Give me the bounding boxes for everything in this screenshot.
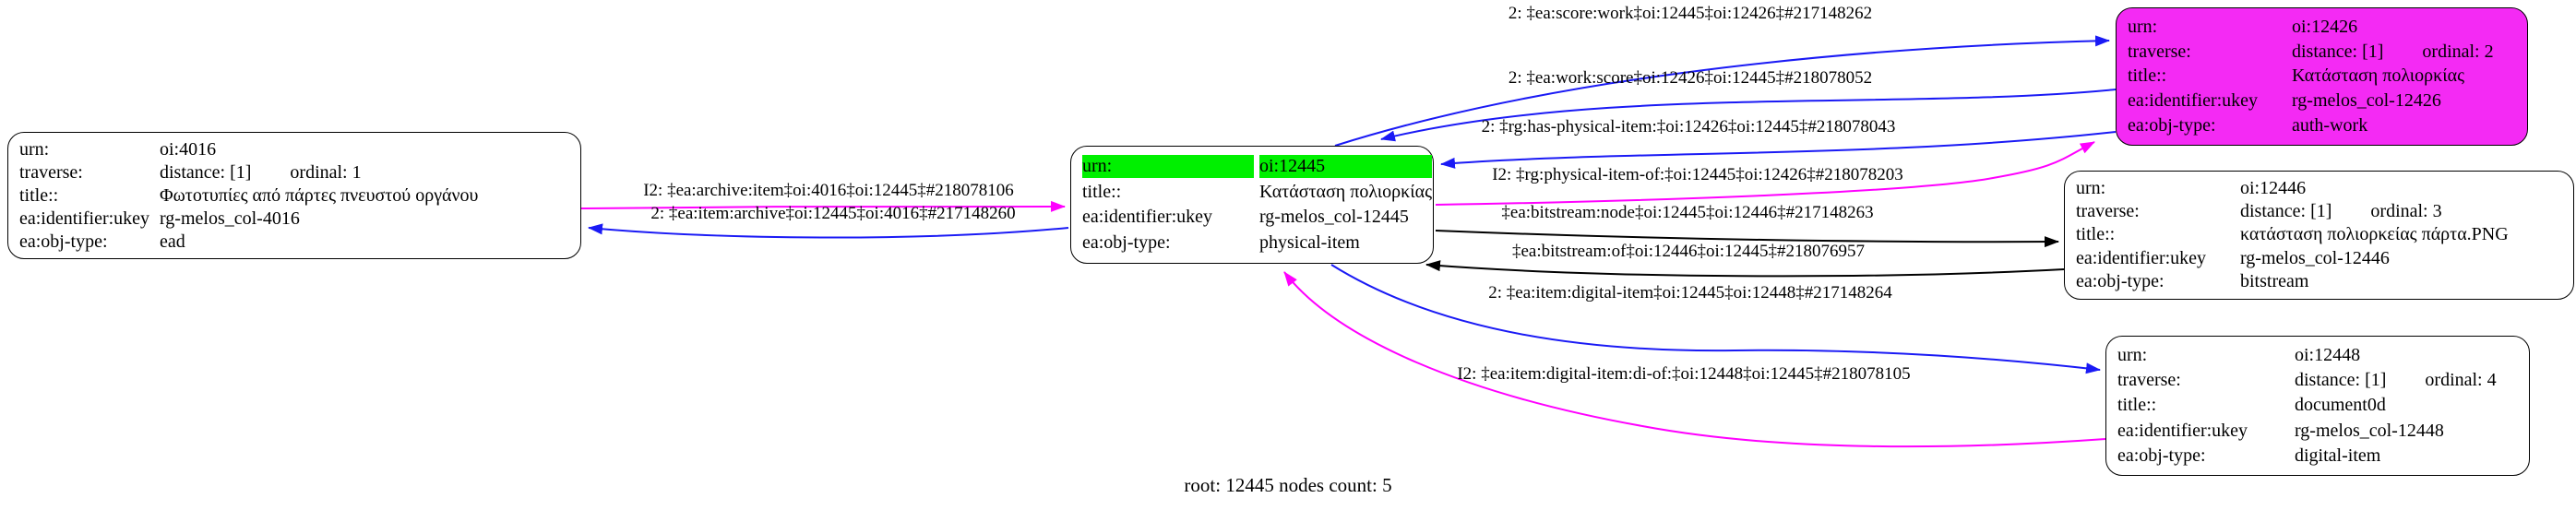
edge-item-archive [588,223,1069,239]
field-label-objtype: ea:obj-type: [1082,232,1171,254]
urn-value: oi:12445 [1259,154,1433,178]
objtype-value: auth-work [2292,115,2368,136]
traverse-ordinal: ordinal: 4 [2425,370,2497,391]
edge-label-archive-item: I2: ‡ea:archive:item‡oi:4016‡oi:12445‡#2… [643,181,1014,200]
ukey-value: rg-melos_col-12446 [2240,247,2390,268]
node-oi-12445-root: urn: oi:12445 title:: Κατάσταση πολιορκί… [1070,146,1434,264]
field-label-traverse: traverse: [2128,41,2191,62]
field-label-urn: urn: [2128,16,2158,37]
urn-value: oi:12448 [2295,345,2361,366]
field-label-urn: urn: [19,139,50,160]
node-oi-12446: urn: oi:12446 traverse: distance: [1] ord… [2064,171,2574,300]
traverse-distance: distance: [1] [2240,201,2332,222]
traverse-value: distance: [1] ordinal: 2 [2292,41,2516,64]
field-label-objtype: ea:obj-type: [2117,445,2206,466]
edge-label-item-digital-item: 2: ‡ea:item:digital-item‡oi:12445‡oi:124… [1488,283,1892,302]
edge-archive-item [580,200,1066,212]
objtype-value: bitstream [2240,270,2309,291]
field-label-title: title:: [1082,181,1122,202]
edge-bitstream-node [1435,230,2059,248]
field-label-urn: urn: [2117,345,2148,366]
field-label-ukey: ea:identifier:ukey [2117,420,2248,441]
traverse-distance: distance: [1] [160,162,252,183]
field-label-title: title:: [19,185,59,206]
field-label-title: title:: [2117,395,2157,416]
traverse-value: distance: [1] ordinal: 3 [2240,200,2562,223]
traverse-value: distance: [1] ordinal: 4 [2295,369,2518,392]
edge-label-digital-item-di-of: I2: ‡ea:item:digital-item:di-of:‡oi:1244… [1457,364,1911,384]
graph-caption: root: 12445 nodes count: 5 [1184,474,1392,496]
field-label-title: title:: [2128,65,2167,87]
edge-bitstream-of [1425,260,2065,278]
traverse-distance: distance: [1] [2292,41,2384,62]
ukey-value: rg-melos_col-12445 [1259,207,1409,228]
edge-label-work-score: 2: ‡ea:work:score‡oi:12426‡oi:12445‡#218… [1508,68,1873,88]
node-oi-4016: urn: oi:4016 traverse: distance: [1] ordi… [7,132,581,259]
urn-value: oi:12446 [2240,178,2307,199]
field-label-ukey: ea:identifier:ukey [2128,90,2259,112]
node-oi-12448: urn: oi:12448 traverse: distance: [1] ord… [2105,336,2530,476]
title-value: Κατάσταση πολιορκίας [1259,181,1433,202]
edge-label-bitstream-node: ‡ea:bitstream:node‡oi:12445‡oi:12446‡#21… [1501,203,1874,222]
edge-score-work [1334,35,2110,147]
edge-label-physical-item-of: I2: ‡rg:physical-item-of:‡oi:12445‡oi:12… [1492,165,1903,184]
edge-label-has-physical-item: 2: ‡rg:has-physical-item:‡oi:12426‡oi:12… [1481,117,1896,136]
node-oi-12426: urn: oi:12426 traverse: distance: [1] ord… [2116,7,2528,146]
urn-value: oi:4016 [160,139,217,160]
title-value: Κατάσταση πολιορκίας [2292,65,2465,87]
edge-digital-item-di-of [1283,271,2106,448]
urn-value: oi:12426 [2292,16,2358,37]
title-value: κατάσταση πολιορκείας πάρτα.PNG [2240,224,2509,245]
traverse-distance: distance: [1] [2295,370,2387,391]
field-label-ukey: ea:identifier:ukey [19,208,150,229]
edge-work-score [1380,89,2117,142]
objtype-value: ead [160,231,185,252]
edge-physical-item-of [1435,141,2095,206]
field-label-traverse: traverse: [19,162,83,183]
field-label-ukey: ea:identifier:ukey [2076,247,2207,268]
ukey-value: rg-melos_col-12448 [2295,420,2444,441]
field-label-objtype: ea:obj-type: [19,231,108,252]
edge-label-bitstream-of: ‡ea:bitstream:of‡oi:12446‡oi:12445‡#2180… [1511,242,1866,261]
edge-has-physical-item [1440,131,2117,169]
ukey-value: rg-melos_col-4016 [160,208,300,229]
objtype-value: digital-item [2295,445,2381,466]
edge-label-item-archive: 2: ‡ea:item:archive‡oi:12445‡oi:4016‡#21… [650,204,1016,223]
field-label-objtype: ea:obj-type: [2128,115,2216,136]
edge-item-digital-item [1330,264,2101,374]
title-value: Φωτοτυπίες από πάρτες πνευστού οργάνου [160,185,479,206]
traverse-ordinal: ordinal: 2 [2422,41,2494,62]
field-label-title: title:: [2076,224,2116,245]
ukey-value: rg-melos_col-12426 [2292,90,2441,112]
edge-label-score-work: 2: ‡ea:score:work‡oi:12445‡oi:12426‡#217… [1508,4,1873,23]
title-value: document0d [2295,395,2386,416]
objtype-value: physical-item [1259,232,1360,254]
field-label-urn: urn: [2076,178,2106,199]
field-label-traverse: traverse: [2117,370,2181,391]
traverse-ordinal: ordinal: 1 [290,162,362,183]
traverse-value: distance: [1] ordinal: 1 [160,161,569,184]
field-label-traverse: traverse: [2076,201,2140,222]
field-label-ukey: ea:identifier:ukey [1082,207,1213,228]
traverse-ordinal: ordinal: 3 [2370,201,2442,222]
field-label-urn: urn: [1082,154,1254,178]
field-label-objtype: ea:obj-type: [2076,270,2165,291]
